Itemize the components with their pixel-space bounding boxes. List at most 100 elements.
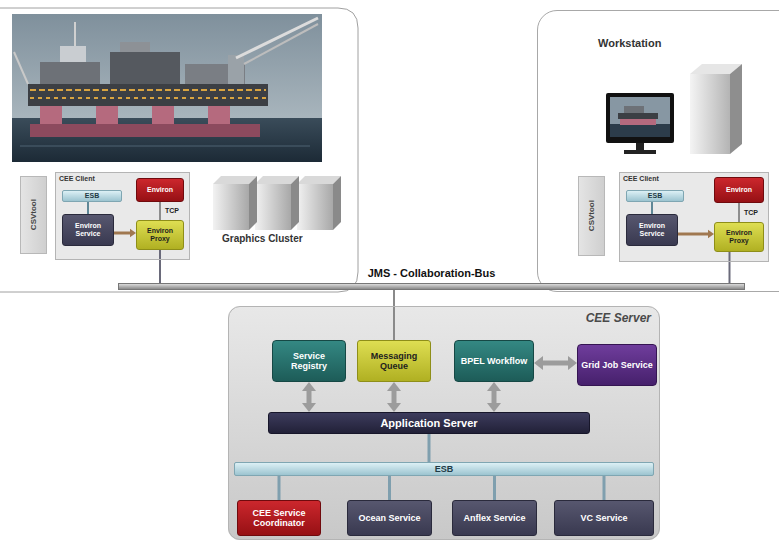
workstation-picture — [606, 64, 742, 154]
box-text: Anflex Service — [463, 513, 525, 523]
connector — [604, 476, 605, 500]
crane-base — [228, 55, 244, 84]
tower-front — [690, 74, 730, 154]
connector-line — [393, 290, 395, 340]
deck — [28, 84, 268, 106]
client-panel — [0, 8, 358, 292]
connector-line — [388, 476, 391, 500]
box-text: Grid Job Service — [581, 360, 653, 370]
connector-line — [87, 202, 89, 214]
workstation-panel: WorkstationCSVtoolCEE ClientESBEnvironEn… — [537, 10, 779, 292]
arrow-head — [487, 382, 501, 391]
connector-line — [278, 476, 281, 500]
connector-line — [739, 203, 740, 222]
connector — [389, 476, 390, 500]
connector-line — [428, 434, 431, 462]
sky — [12, 14, 322, 162]
graphics-cluster-picture — [213, 176, 341, 230]
bus-bar: ESB — [62, 190, 122, 202]
arrow-head — [387, 382, 401, 391]
queue-box: Messaging Queue — [357, 340, 431, 382]
connector-line — [160, 202, 161, 220]
box-text: Service Registry — [276, 351, 342, 372]
arrow-head — [568, 356, 577, 370]
flare-boom — [14, 52, 28, 84]
box-text: Environ Proxy — [718, 229, 760, 245]
client-box: CEE ClientESB EnvironEnviron Service Envir… — [55, 172, 190, 260]
connector-line — [543, 361, 568, 366]
connector-line — [492, 391, 497, 403]
screen-deck — [618, 113, 658, 119]
box-text: Environ — [726, 186, 752, 194]
connector-line — [392, 391, 397, 403]
box-text: Application Server — [380, 417, 477, 430]
arrow-head — [487, 403, 501, 412]
app-box: Environ — [714, 177, 764, 203]
connector-line — [678, 233, 708, 236]
connector — [88, 202, 89, 214]
connector — [534, 356, 577, 370]
arrow-head — [302, 403, 316, 412]
client-box: CEE ClientESBEnvironEnviron ServiceEnvir… — [619, 172, 769, 262]
connector-line — [114, 232, 130, 235]
tower-side — [730, 64, 742, 154]
connector — [114, 229, 136, 237]
edge-label: TCP — [164, 207, 180, 215]
server-front — [213, 184, 249, 230]
connector — [160, 250, 161, 283]
sea — [12, 118, 322, 162]
service-box: Service Registry — [272, 340, 346, 382]
server-side — [291, 176, 299, 230]
module — [60, 46, 86, 62]
panel-fills — [55, 172, 769, 540]
server-side — [249, 176, 257, 230]
connector — [160, 202, 161, 220]
platform-picture — [12, 14, 322, 162]
box-text: Environ — [147, 186, 173, 194]
module — [120, 42, 150, 52]
screen — [610, 97, 670, 137]
connector — [429, 434, 430, 462]
connector-line — [307, 391, 312, 403]
connector — [678, 230, 714, 238]
proxy-box: Environ Proxy — [136, 220, 184, 250]
box-text: CEE Service Coordinator — [241, 508, 317, 529]
box-text: Environ Proxy — [140, 227, 180, 243]
panel-fill — [55, 172, 190, 260]
box-text: Messaging Queue — [361, 351, 427, 372]
arrow-head — [302, 382, 316, 391]
heading-text: CEE Server — [586, 312, 651, 326]
heading-text: CEE Client — [59, 175, 95, 183]
connector — [302, 382, 316, 412]
box-text: ESB — [85, 192, 99, 200]
screen-hull — [620, 119, 656, 125]
module — [110, 52, 180, 84]
heading-text: JMS - Collaboration-Bus — [368, 267, 496, 280]
connector — [279, 476, 280, 500]
crane-boom — [236, 18, 318, 58]
service-box: Ocean Service — [347, 500, 432, 536]
panel-fill — [619, 172, 769, 262]
proxy-box: Environ Proxy — [714, 222, 764, 252]
module — [40, 62, 100, 84]
service-box: Environ Service — [626, 214, 678, 246]
screen-sea — [610, 124, 670, 137]
screen-module — [624, 106, 644, 113]
monitor — [606, 93, 674, 143]
server-side — [333, 176, 341, 230]
server-panel: CEE ServerService Registry Messaging Queu… — [228, 306, 660, 540]
collaboration-bus: JMS - Collaboration-Bus — [118, 283, 745, 290]
app-box: Environ — [136, 178, 184, 202]
deck-lights — [30, 89, 266, 91]
workflow-box: BPEL Workflow — [454, 340, 534, 382]
part-label: Graphics Cluster — [222, 233, 303, 245]
service-box: VC Service — [554, 500, 654, 536]
connector — [494, 476, 495, 500]
tool-box: CSVtool — [578, 176, 605, 256]
server-bar: Application Server — [268, 412, 590, 434]
monitor-stand — [636, 143, 644, 151]
arrow-head — [534, 356, 543, 370]
connector-line — [493, 476, 496, 500]
service-box: Environ Service — [62, 214, 114, 246]
connector — [487, 382, 501, 412]
